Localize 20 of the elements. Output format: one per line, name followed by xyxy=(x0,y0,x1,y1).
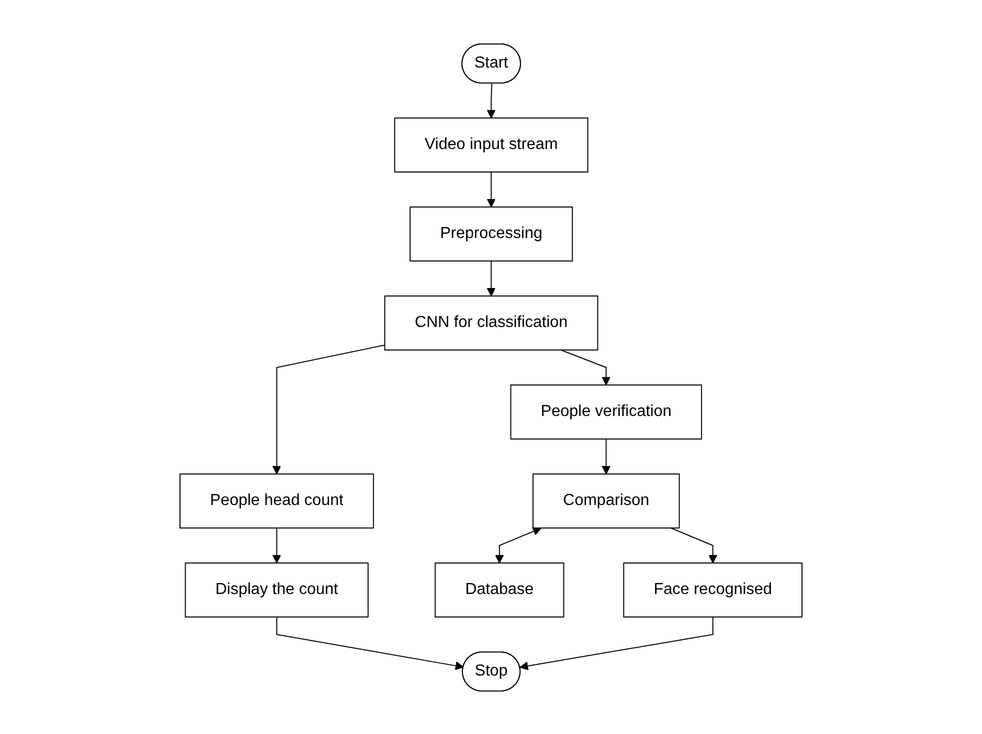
arrow xyxy=(560,349,611,385)
arrow xyxy=(276,616,464,670)
arrow xyxy=(520,616,714,670)
node-box: Preprocessing xyxy=(410,206,573,261)
arrow xyxy=(486,82,496,118)
arrow xyxy=(486,260,496,296)
node-box: Database xyxy=(434,562,564,617)
node-box: Comparison xyxy=(532,473,680,528)
arrow xyxy=(670,527,718,563)
arrow xyxy=(602,438,611,474)
arrow xyxy=(272,344,386,474)
node-box: Video input stream xyxy=(394,117,588,172)
arrow xyxy=(486,171,496,207)
arrow xyxy=(272,527,282,563)
arrow xyxy=(495,526,542,563)
node-box: People head count xyxy=(180,473,374,528)
node-box: CNN for classification xyxy=(384,295,598,350)
node-box: Display the count xyxy=(184,562,369,617)
node-box: People verification xyxy=(510,384,702,439)
node-box: Face recognised xyxy=(623,562,802,617)
